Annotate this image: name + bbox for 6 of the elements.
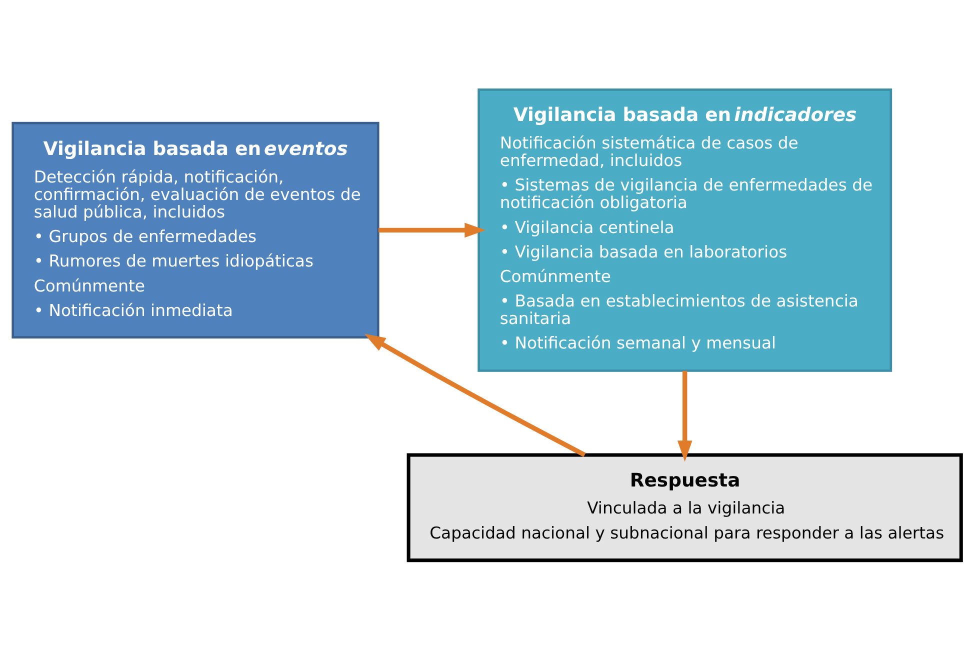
arrow: [364, 333, 586, 456]
node-box: Vigilancia basada en eventos Detección rápida, notificación, confirmación, evaluación de eventos de salud pública, incluidos • Grupos de enfermedades • Rumores de muertes idiopáticas Comúnmente • Notificación inmediata: [12, 121, 380, 338]
arrow: [677, 370, 692, 462]
arrow: [378, 222, 486, 238]
node-box: Vigilancia basada en indicadores Notificación sistemática de casos de enfermedad, incluidos • Sistemas de vigilancia de enfermedades de notificación obligatoria • Vigilancia centinela • Vigilancia basada en laboratorios Comúnmente • Basada en establecimientos de asistencia sanitaria • Notificación semanal y mensual: [478, 88, 892, 372]
node-box: Respuesta Vinculada a la vigilancia Capacidad nacional y subnacional para responder a las alertas: [406, 452, 963, 562]
